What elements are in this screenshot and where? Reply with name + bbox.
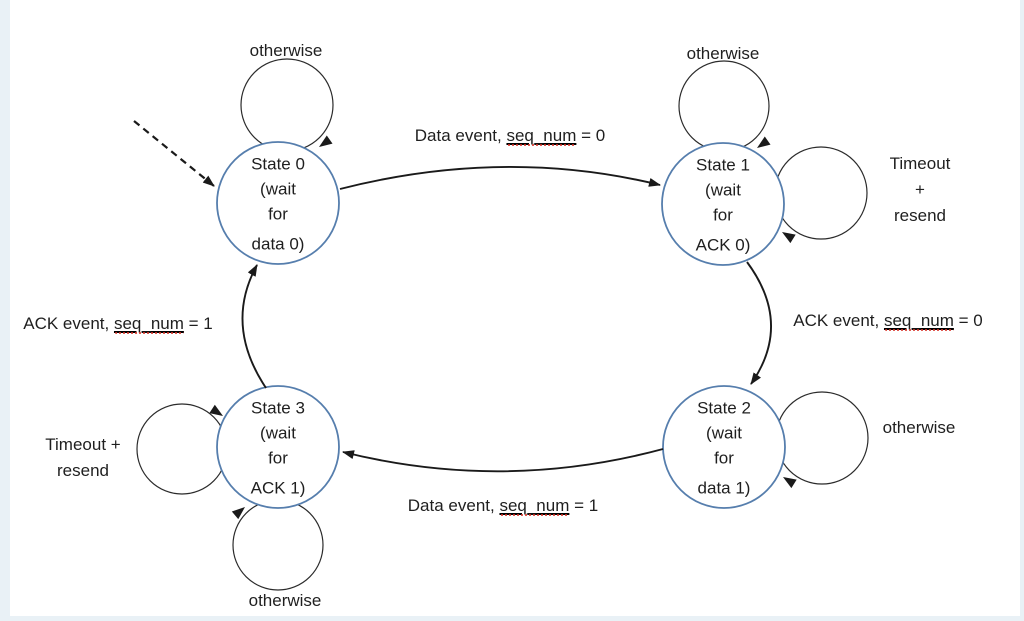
state-1-circle <box>661 142 785 266</box>
state-1-label: State 1 (wait for ACK 0) <box>696 153 751 258</box>
transition-state2-to-state3 <box>342 448 664 473</box>
state-0-line1: State 0 <box>251 154 305 174</box>
label-underlined-term: seq_num <box>499 496 570 515</box>
label-suffix: = 0 <box>953 311 983 330</box>
self-loop-state0-otherwise <box>240 58 334 152</box>
loop-label-state3-timeout: Timeout + resend <box>45 432 120 484</box>
state-1-line2: (wait <box>705 180 741 200</box>
loop-label-state1-timeout: Timeout + resend <box>890 151 951 229</box>
timeout-line2: + <box>915 180 925 199</box>
timeout-line1: Timeout + <box>45 435 121 454</box>
state-0-line4: data 0) <box>251 234 305 254</box>
transition-state3-to-state0 <box>241 264 267 389</box>
state-3-circle <box>216 385 340 509</box>
state-0-line3: for <box>268 204 288 224</box>
state-2-line1: State 2 <box>697 398 751 418</box>
label-prefix: ACK event, <box>23 314 114 333</box>
state-2-label: State 2 (wait for data 1) <box>697 396 751 501</box>
self-loop-state2-otherwise <box>775 391 869 489</box>
transition-label-data-seq1: Data event, seq_num = 1 <box>408 496 598 516</box>
label-prefix: ACK event, <box>793 311 884 330</box>
loop-arrowhead-icon <box>319 135 333 147</box>
state-3-label: State 3 (wait for ACK 1) <box>251 396 306 501</box>
transition-label-ack-seq1: ACK event, seq_num = 1 <box>23 314 213 334</box>
label-prefix: Data event, <box>407 496 500 515</box>
loop-arrowhead-icon <box>783 477 797 489</box>
self-loop-state3-timeout <box>136 403 228 495</box>
loop-label-state0-otherwise: otherwise <box>249 41 323 60</box>
loop-arrowhead-icon <box>231 507 245 520</box>
initial-state-arrow <box>133 120 215 187</box>
loop-arrowhead-icon <box>757 136 771 148</box>
timeout-line3: resend <box>894 206 946 225</box>
transition-state0-to-state1 <box>339 166 661 190</box>
state-0-circle <box>216 141 340 265</box>
loop-arrowhead-icon <box>782 232 796 244</box>
state-0-line2: (wait <box>260 179 296 199</box>
label-underlined-term: seq_num <box>506 126 577 145</box>
state-1-line1: State 1 <box>696 155 750 175</box>
self-loop-state1-timeout <box>774 146 868 244</box>
loop-arrowhead-icon <box>209 404 223 416</box>
self-loop-state3-otherwise <box>231 499 324 591</box>
state-2-line4: data 1) <box>697 478 751 498</box>
self-loop-state1-otherwise <box>678 60 771 152</box>
state-2-line3: for <box>714 448 734 468</box>
label-suffix: = 1 <box>183 314 213 333</box>
timeout-line2: resend <box>57 461 109 480</box>
transition-state1-to-state2 <box>746 261 772 385</box>
label-prefix: Data event, <box>414 126 507 145</box>
state-3-line2: (wait <box>260 423 296 443</box>
state-0-label: State 0 (wait for data 0) <box>251 152 305 257</box>
loop-label-state2-otherwise: otherwise <box>882 418 956 437</box>
loop-label-state3-otherwise: otherwise <box>248 591 322 610</box>
state-1-line4: ACK 0) <box>695 235 751 255</box>
transition-label-data-seq0: Data event, seq_num = 0 <box>415 126 605 146</box>
label-suffix: = 1 <box>569 496 599 515</box>
state-2-circle <box>662 385 786 509</box>
state-3-line3: for <box>268 448 288 468</box>
label-suffix: = 0 <box>576 126 606 145</box>
loop-label-state1-otherwise: otherwise <box>686 44 760 63</box>
state-1-line3: for <box>713 205 733 225</box>
state-2-line2: (wait <box>706 423 742 443</box>
label-underlined-term: seq_num <box>113 314 184 333</box>
timeout-line1: Timeout <box>889 154 951 173</box>
transition-label-ack-seq0: ACK event, seq_num = 0 <box>793 311 983 331</box>
state-3-line4: ACK 1) <box>250 478 306 498</box>
state-3-line1: State 3 <box>251 398 305 418</box>
label-underlined-term: seq_num <box>883 311 954 330</box>
